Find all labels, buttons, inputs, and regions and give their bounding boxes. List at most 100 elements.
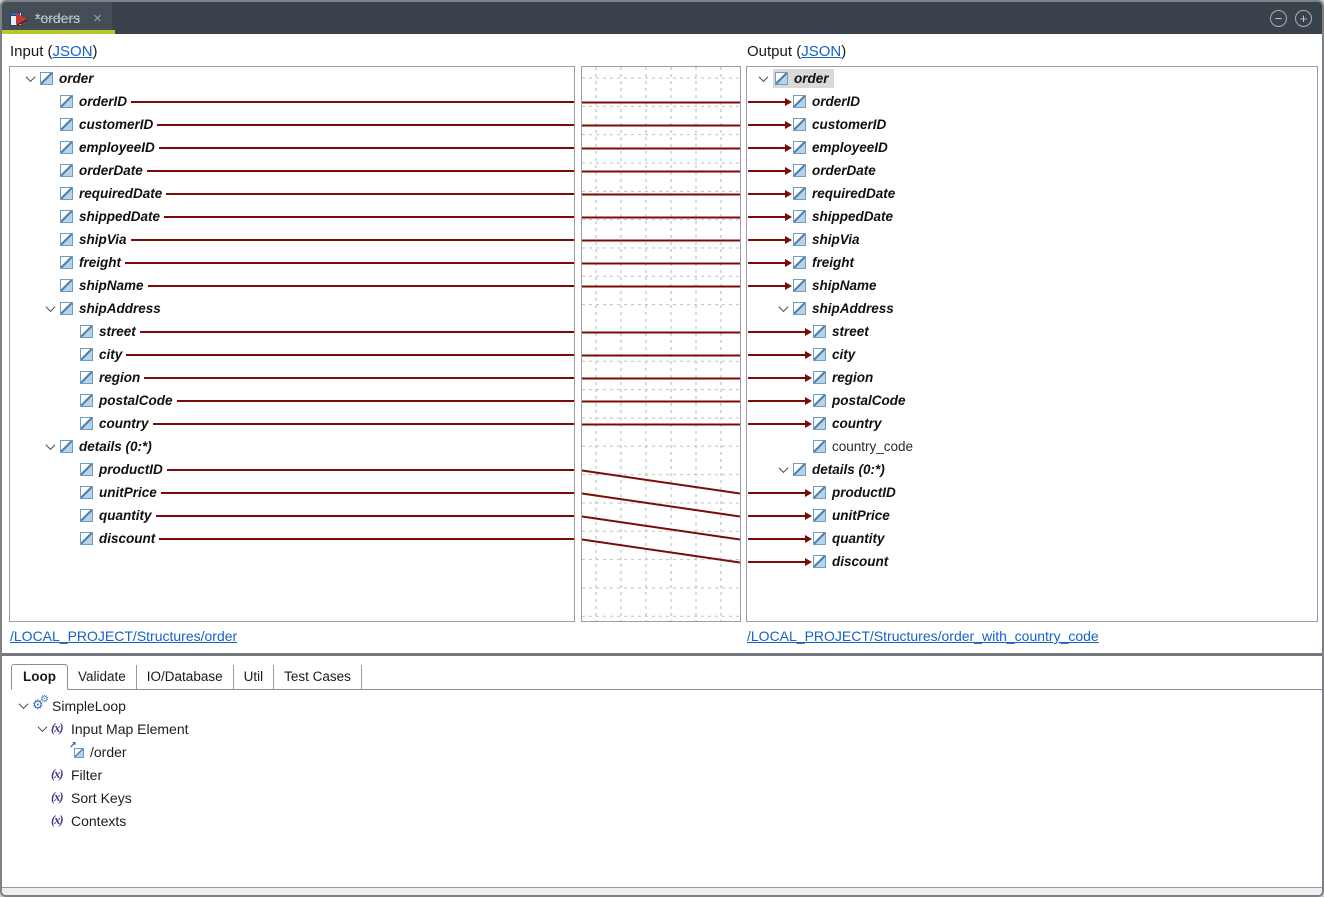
mapping-line[interactable]: [146, 169, 574, 172]
output-row-discount[interactable]: discount: [747, 550, 1317, 573]
input-row-productID[interactable]: productID: [10, 458, 574, 481]
mapping-arrow[interactable]: [748, 189, 792, 198]
chevron-down-icon[interactable]: [753, 72, 773, 83]
mapping-arrow[interactable]: [748, 97, 792, 106]
chevron-down-icon[interactable]: [14, 699, 32, 710]
output-row-postalCode[interactable]: postalCode: [747, 389, 1317, 412]
output-row-customerID[interactable]: customerID: [747, 113, 1317, 136]
mapping-line[interactable]: [147, 284, 574, 287]
mapping-line[interactable]: [126, 353, 574, 356]
mapping-line[interactable]: [166, 468, 574, 471]
mapping-line[interactable]: [160, 491, 574, 494]
mapping-line[interactable]: [176, 399, 574, 402]
input-row-customerID[interactable]: customerID: [10, 113, 574, 136]
mapping-arrow[interactable]: [748, 373, 812, 382]
mapping-arrow[interactable]: [748, 143, 792, 152]
input-row-country[interactable]: country: [10, 412, 574, 435]
bottom-tab-io-database[interactable]: IO/Database: [137, 664, 234, 689]
input-row-unitPrice[interactable]: unitPrice: [10, 481, 574, 504]
output-row-shipAddress[interactable]: shipAddress: [747, 297, 1317, 320]
loop-row-SortKeys[interactable]: (x)Sort Keys: [2, 786, 1322, 809]
mapping-arrow[interactable]: [748, 212, 792, 221]
mapping-arrow[interactable]: [748, 511, 812, 520]
mapping-line[interactable]: [125, 261, 574, 264]
output-row-details0[interactable]: details (0:*): [747, 458, 1317, 481]
input-row-orderDate[interactable]: orderDate: [10, 159, 574, 182]
mapping-arrow[interactable]: [748, 350, 812, 359]
output-row-orderDate[interactable]: orderDate: [747, 159, 1317, 182]
chevron-down-icon[interactable]: [40, 440, 60, 451]
mapping-arrow[interactable]: [748, 327, 812, 336]
output-json-link[interactable]: JSON: [801, 43, 842, 60]
horizontal-splitter[interactable]: [2, 653, 1322, 656]
mapping-line[interactable]: [582, 538, 740, 564]
output-row-orderID[interactable]: orderID: [747, 90, 1317, 113]
mapping-line[interactable]: [158, 146, 574, 149]
mapping-line[interactable]: [131, 100, 574, 103]
output-row-order[interactable]: order: [747, 67, 1317, 90]
output-row-country[interactable]: country: [747, 412, 1317, 435]
loop-row-SimpleLoop[interactable]: ⚙⚙SimpleLoop: [2, 694, 1322, 717]
bottom-tab-util[interactable]: Util: [234, 664, 275, 689]
mapping-arrow[interactable]: [748, 396, 812, 405]
input-json-link[interactable]: JSON: [52, 43, 93, 60]
input-row-orderID[interactable]: orderID: [10, 90, 574, 113]
mapping-line[interactable]: [144, 376, 574, 379]
mapping-line[interactable]: [582, 515, 740, 541]
output-row-country_code[interactable]: country_code: [747, 435, 1317, 458]
mapping-arrow[interactable]: [748, 534, 812, 543]
chevron-down-icon[interactable]: [20, 72, 40, 83]
output-row-shipVia[interactable]: shipVia: [747, 228, 1317, 251]
mapping-canvas[interactable]: [582, 67, 740, 621]
loop-row-order[interactable]: ↗/order: [2, 740, 1322, 763]
output-structure-link[interactable]: /LOCAL_PROJECT/Structures/order_with_cou…: [747, 628, 1099, 644]
chevron-down-icon[interactable]: [33, 722, 51, 733]
input-row-freight[interactable]: freight: [10, 251, 574, 274]
input-row-region[interactable]: region: [10, 366, 574, 389]
mapping-arrow[interactable]: [748, 281, 792, 290]
mapping-line[interactable]: [166, 192, 574, 195]
output-row-unitPrice[interactable]: unitPrice: [747, 504, 1317, 527]
output-row-freight[interactable]: freight: [747, 251, 1317, 274]
output-row-shipName[interactable]: shipName: [747, 274, 1317, 297]
mapping-arrow[interactable]: [748, 166, 792, 175]
chevron-down-icon[interactable]: [773, 302, 793, 313]
output-row-employeeID[interactable]: employeeID: [747, 136, 1317, 159]
chevron-down-icon[interactable]: [40, 302, 60, 313]
input-row-quantity[interactable]: quantity: [10, 504, 574, 527]
mapping-arrow[interactable]: [748, 557, 812, 566]
mapping-line[interactable]: [152, 422, 574, 425]
input-row-shipVia[interactable]: shipVia: [10, 228, 574, 251]
loop-row-InputMapElement[interactable]: (x)Input Map Element: [2, 717, 1322, 740]
mapping-line[interactable]: [130, 238, 574, 241]
mapping-arrow[interactable]: [748, 258, 792, 267]
loop-row-Contexts[interactable]: (x)Contexts: [2, 809, 1322, 832]
mapping-line[interactable]: [155, 514, 574, 517]
output-row-requiredDate[interactable]: requiredDate: [747, 182, 1317, 205]
mapping-line[interactable]: [157, 123, 574, 126]
bottom-tab-loop[interactable]: Loop: [11, 663, 68, 690]
input-row-postalCode[interactable]: postalCode: [10, 389, 574, 412]
mapping-arrow[interactable]: [748, 488, 812, 497]
input-row-street[interactable]: street: [10, 320, 574, 343]
mapping-line[interactable]: [164, 215, 574, 218]
output-row-region[interactable]: region: [747, 366, 1317, 389]
input-row-shipName[interactable]: shipName: [10, 274, 574, 297]
expand-button[interactable]: +: [1295, 9, 1312, 27]
chevron-down-icon[interactable]: [773, 463, 793, 474]
loop-row-Filter[interactable]: (x)Filter: [2, 763, 1322, 786]
input-row-shipAddress[interactable]: shipAddress: [10, 297, 574, 320]
input-structure-link[interactable]: /LOCAL_PROJECT/Structures/order: [10, 628, 238, 644]
mapping-arrow[interactable]: [748, 419, 812, 428]
input-row-order[interactable]: order: [10, 67, 574, 90]
tab-close-icon[interactable]: ×: [93, 9, 102, 27]
input-row-employeeID[interactable]: employeeID: [10, 136, 574, 159]
mapping-line[interactable]: [582, 469, 740, 495]
mapping-line[interactable]: [582, 492, 740, 518]
mapping-line[interactable]: [139, 330, 574, 333]
tab-orders[interactable]: *orders ×: [2, 2, 112, 34]
output-row-shippedDate[interactable]: shippedDate: [747, 205, 1317, 228]
mapping-arrow[interactable]: [748, 235, 792, 244]
input-row-requiredDate[interactable]: requiredDate: [10, 182, 574, 205]
output-row-quantity[interactable]: quantity: [747, 527, 1317, 550]
